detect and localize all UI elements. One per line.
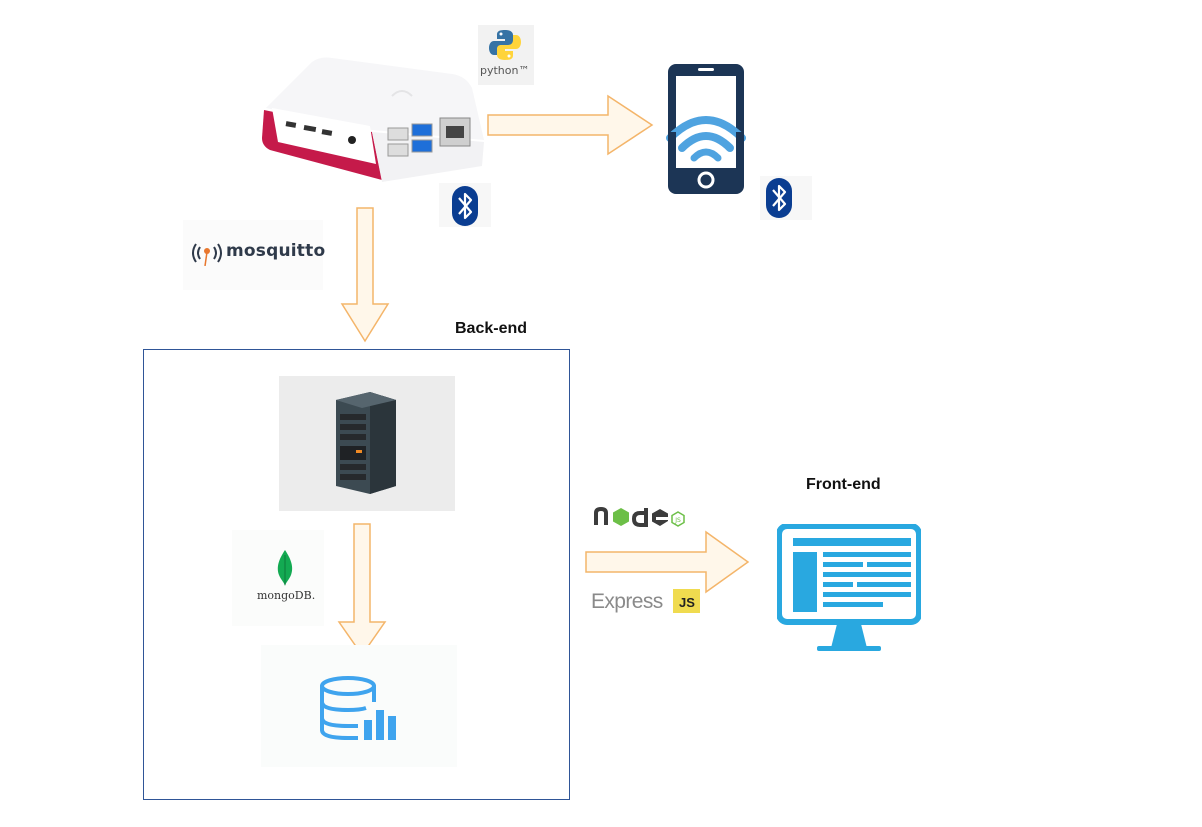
frontend-heading: Front-end [806, 476, 881, 493]
bluetooth-icon [766, 178, 792, 218]
arrow-server-to-database [337, 523, 387, 657]
mosquitto-logo-text: mosquitto [226, 241, 326, 261]
bluetooth-icon [452, 186, 478, 226]
nodejs-logo-icon: JS [594, 506, 685, 527]
python-logo-text: python™ [480, 64, 530, 77]
database-background [261, 645, 457, 767]
backend-heading: Back-end [455, 320, 528, 337]
mongodb-logo-background [232, 530, 324, 626]
smartphone-wifi-icon [666, 64, 746, 194]
mosquitto-logo-icon [192, 243, 222, 266]
express-js-badge: JS [673, 589, 700, 613]
arrow-backend-to-frontend [585, 530, 750, 594]
express-logo-text: Express [591, 590, 663, 613]
mongodb-logo-text: mongoDB. [257, 589, 316, 602]
arrow-pi-to-backend [340, 207, 390, 343]
backend-container [143, 349, 570, 800]
server-rack-icon [336, 392, 396, 494]
arrow-pi-to-phone [487, 94, 654, 156]
database-chart-icon [320, 676, 396, 740]
monitor-website-icon [777, 524, 921, 651]
raspberry-pi-icon [262, 57, 484, 182]
svg-text:JS: JS [674, 517, 681, 524]
mongodb-leaf-icon [277, 550, 293, 586]
python-logo-icon [489, 30, 521, 60]
